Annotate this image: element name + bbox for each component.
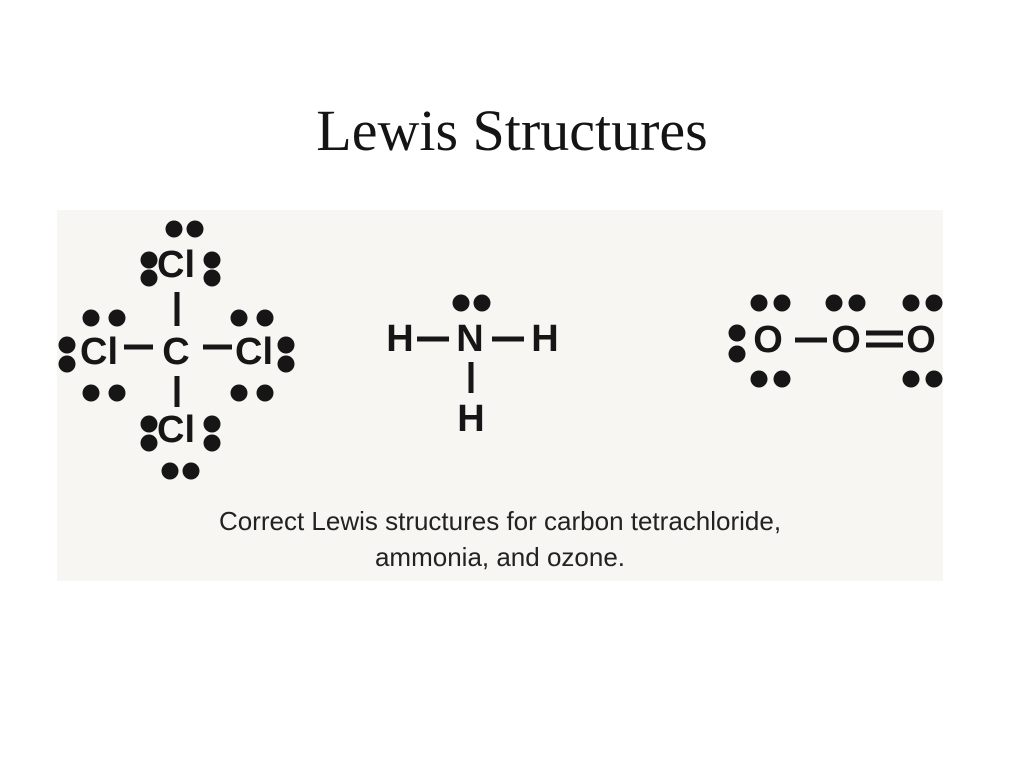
slide-title: Lewis Structures — [316, 98, 708, 163]
caption-line-1: Correct Lewis structures for carbon tetr… — [218, 506, 782, 536]
caption-line-2: ammonia, and ozone. — [374, 542, 626, 572]
figure-caption: Correct Lewis structures for carbon tetr… — [57, 503, 943, 575]
